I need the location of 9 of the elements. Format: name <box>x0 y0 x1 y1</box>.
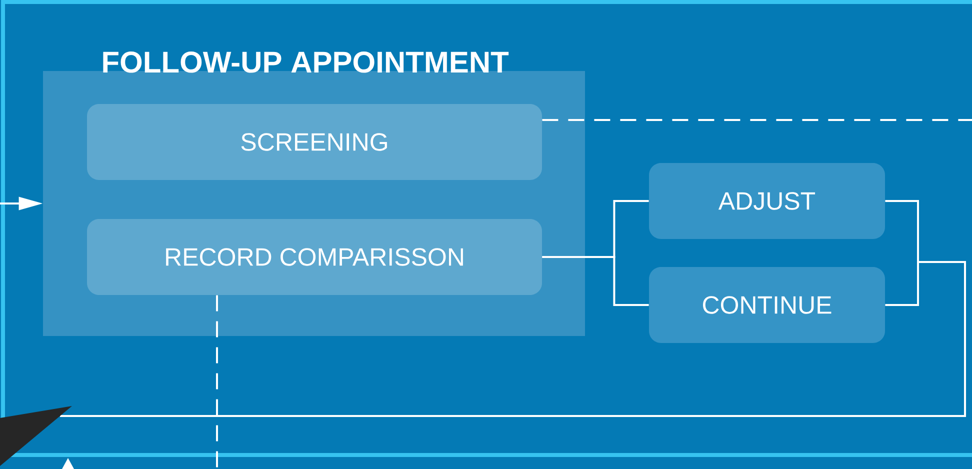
connector <box>542 119 972 121</box>
node-label: FOLLOW-UP APPOINTMENT <box>103 52 509 73</box>
process-box: SCREENING <box>87 104 542 180</box>
process-box: RECORD COMPARISSON <box>87 219 542 295</box>
option-box: CONTINUE <box>649 267 885 343</box>
option-box: ADJUST <box>649 163 885 239</box>
connector <box>216 295 218 469</box>
connector <box>542 256 649 306</box>
connector <box>60 261 966 417</box>
